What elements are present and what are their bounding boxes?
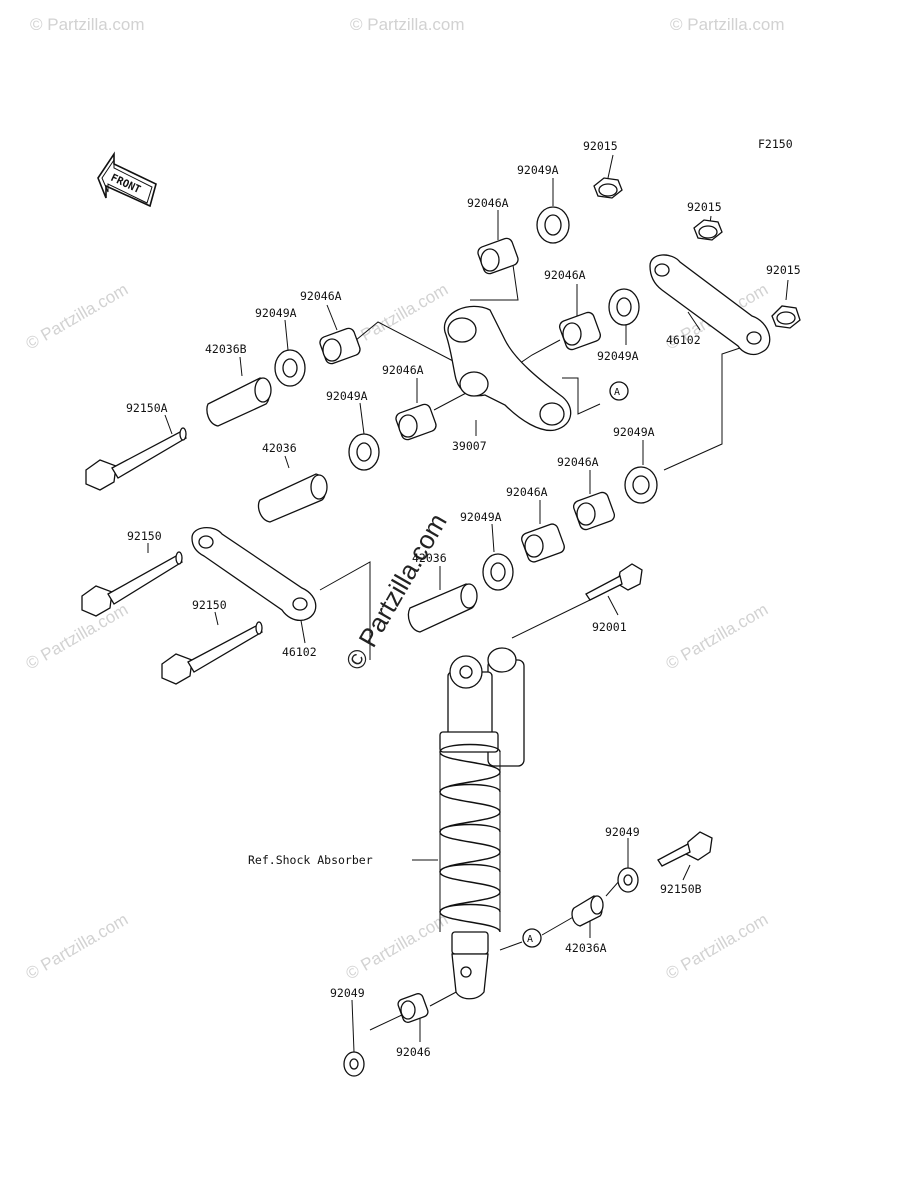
callout-label: 92015 bbox=[766, 263, 801, 277]
watermark-main: © Partzilla.com bbox=[339, 508, 453, 675]
collar-92049A-right bbox=[608, 288, 640, 326]
watermark: © Partzilla.com bbox=[23, 600, 132, 674]
collar-92049A-left bbox=[274, 349, 306, 387]
watermark: © Partzilla.com bbox=[663, 910, 772, 984]
bearing-92046A-left bbox=[319, 327, 361, 365]
collar-42036A bbox=[571, 895, 604, 927]
front-arrow-icon: FRONT bbox=[97, 151, 157, 208]
callout-label: 92001 bbox=[592, 620, 627, 634]
watermark: © Partzilla.com bbox=[23, 280, 132, 354]
callout-label: 92015 bbox=[687, 200, 722, 214]
tie-rod-46102-left bbox=[191, 527, 317, 622]
bearing-92046A-top bbox=[477, 237, 519, 275]
watermark: © Partzilla.com bbox=[663, 600, 772, 674]
callout-label: 92049 bbox=[605, 825, 640, 839]
callout-label: 92150 bbox=[192, 598, 227, 612]
nut-92015-top bbox=[593, 177, 623, 199]
watermark: © Partzilla.com bbox=[670, 15, 785, 34]
rocker-arm-39007 bbox=[443, 305, 572, 432]
collar-92049A-lower bbox=[482, 553, 514, 591]
callout-label: 42036A bbox=[565, 941, 607, 955]
nut-92015-right bbox=[771, 305, 801, 329]
callout-label: 42036B bbox=[205, 342, 247, 356]
collar-92049A-top bbox=[536, 206, 570, 244]
callout-label: 92049A bbox=[613, 425, 655, 439]
collar-42036B bbox=[206, 377, 272, 427]
bearing-92046A-right bbox=[558, 311, 602, 351]
ref-shock-label: Ref.Shock Absorber bbox=[248, 853, 373, 867]
bolt-92150B bbox=[657, 831, 713, 867]
callout-label: 92046 bbox=[396, 1045, 431, 1059]
callout-label: 46102 bbox=[282, 645, 317, 659]
callout-labels: 92015 92049A 92046A 92015 92015 92046A 9… bbox=[126, 139, 801, 1059]
collar-92049-bottom bbox=[343, 1051, 365, 1077]
collar-42036-lower bbox=[407, 583, 478, 633]
bearing-92046A-mid bbox=[395, 403, 437, 441]
callout-label: 92049A bbox=[255, 306, 297, 320]
callout-label: 92046A bbox=[557, 455, 599, 469]
callout-label: 92150B bbox=[660, 882, 702, 896]
marker-a-label: A bbox=[614, 387, 620, 398]
callout-label: 92015 bbox=[583, 139, 618, 153]
collar-92049A-mid bbox=[348, 433, 380, 471]
callout-label: 92049 bbox=[330, 986, 365, 1000]
nut-92015-mid bbox=[693, 219, 723, 241]
shock-spring bbox=[439, 743, 501, 933]
diagram-code: F2150 bbox=[758, 137, 793, 151]
callout-label: 92049A bbox=[460, 510, 502, 524]
callout-label: 39007 bbox=[452, 439, 487, 453]
tie-rod-46102-right bbox=[649, 254, 771, 356]
watermark: © Partzilla.com bbox=[30, 15, 145, 34]
collar-92049A-lower-right bbox=[624, 466, 658, 504]
marker-a-lower: A bbox=[522, 928, 542, 948]
callout-label: 42036 bbox=[262, 441, 297, 455]
parts: A A bbox=[81, 177, 801, 1077]
callout-label: 42036 bbox=[412, 551, 447, 565]
bolt-92001 bbox=[585, 563, 643, 601]
shock-absorber bbox=[439, 647, 525, 1000]
marker-a-upper: A bbox=[609, 381, 629, 401]
callout-label: 92049A bbox=[326, 389, 368, 403]
collar-42036 bbox=[257, 473, 328, 523]
watermark: © Partzilla.com bbox=[23, 910, 132, 984]
callout-label: 92046A bbox=[382, 363, 424, 377]
callout-label: 92049A bbox=[597, 349, 639, 363]
watermark: © Partzilla.com bbox=[350, 15, 465, 34]
marker-a-label: A bbox=[527, 934, 533, 945]
watermark: © Partzilla.com bbox=[343, 910, 452, 984]
bearing-92046-bottom bbox=[397, 993, 429, 1023]
callout-label: 92046A bbox=[544, 268, 586, 282]
callout-label: 92046A bbox=[506, 485, 548, 499]
callout-label: 92150A bbox=[126, 401, 168, 415]
bearing-92046A-lower-right bbox=[572, 491, 616, 531]
bolt-92150A bbox=[85, 427, 188, 491]
bearing-92046A-lower bbox=[521, 523, 565, 563]
callout-label: 92046A bbox=[300, 289, 342, 303]
watermark: © Partzilla.com bbox=[343, 280, 452, 354]
callout-label: 46102 bbox=[666, 333, 701, 347]
callout-label: 92046A bbox=[467, 196, 509, 210]
callout-label: 92049A bbox=[517, 163, 559, 177]
watermark-layer: © Partzilla.com © Partzilla.com © Partzi… bbox=[23, 15, 785, 983]
bolt-92150-upper bbox=[81, 551, 184, 617]
collar-92049-right bbox=[617, 867, 639, 893]
bolt-92150-lower bbox=[161, 621, 264, 685]
callout-label: 92150 bbox=[127, 529, 162, 543]
